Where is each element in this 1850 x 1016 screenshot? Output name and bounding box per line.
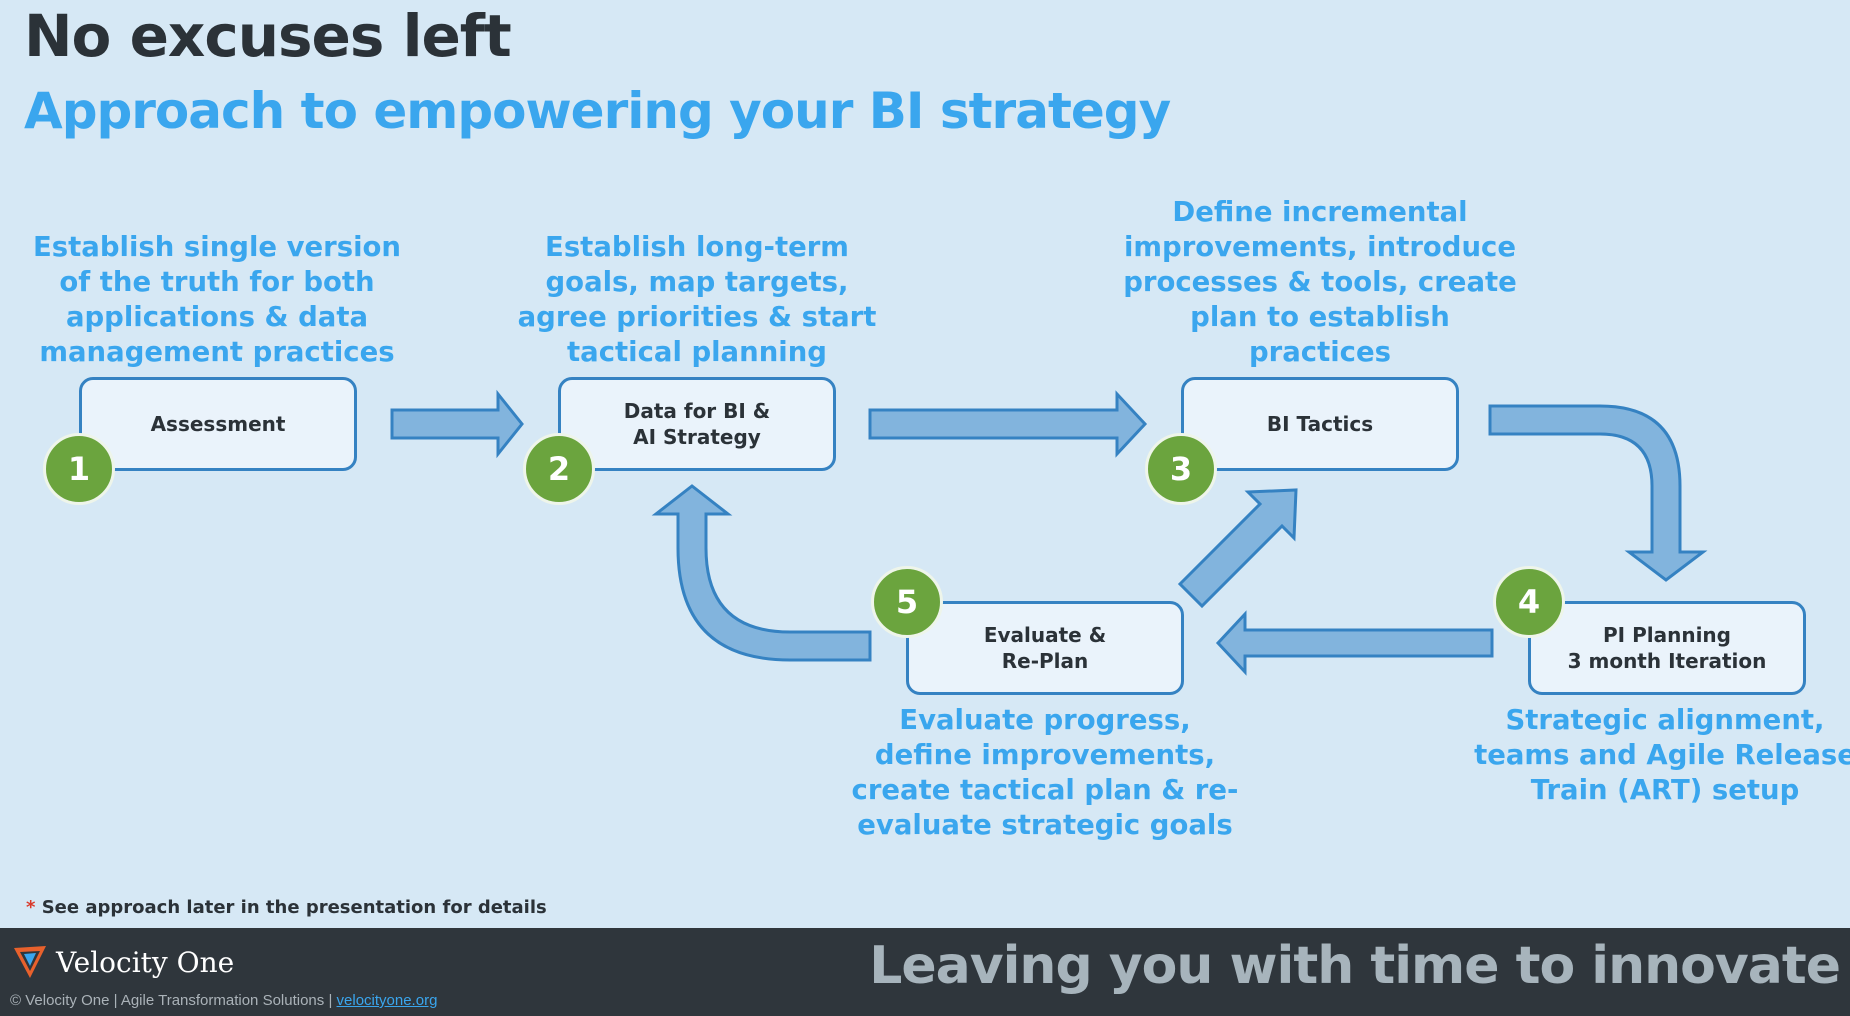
page-subtitle: Approach to empowering your BI strategy: [24, 82, 1171, 140]
copyright-label: © Velocity One | Agile Transformation So…: [10, 992, 333, 1009]
step-3-description: Define incremental improvements, introdu…: [1123, 196, 1517, 368]
page-title: No excuses left: [24, 2, 512, 70]
step-2-badge: 2: [523, 433, 595, 505]
footnote-asterisk: *: [26, 897, 36, 918]
step-2-box: Data for BI & AI Strategy: [558, 377, 836, 471]
footnote-text: See approach later in the presentation f…: [41, 897, 547, 918]
footer-tagline: Leaving you with time to innovate: [869, 936, 1841, 996]
arrow-step2-to-step3: [868, 390, 1148, 458]
arrow-step1-to-step2: [390, 389, 524, 459]
velocity-one-logo-icon: [14, 946, 46, 978]
step-3-badge: 3: [1145, 433, 1217, 505]
step-1-description: Establish single version of the truth fo…: [32, 231, 402, 368]
step-3-box: BI Tactics: [1181, 377, 1459, 471]
arrow-step5-to-step2: [651, 484, 872, 662]
brand-name: Velocity One: [56, 946, 235, 979]
step-1-box: Assessment: [79, 377, 357, 471]
step-5-badge: 5: [871, 566, 943, 638]
footnote: * See approach later in the presentation…: [26, 897, 547, 918]
website-link[interactable]: velocityone.org: [336, 992, 438, 1009]
footer-bar: Velocity One © Velocity One | Agile Tran…: [0, 928, 1850, 1016]
step-4-badge: 4: [1493, 566, 1565, 638]
arrow-step4-to-step5: [1215, 610, 1494, 676]
arrow-step5-to-step3: [1177, 488, 1298, 609]
step-4-description: Strategic alignment, teams and Agile Rel…: [1474, 704, 1850, 806]
arrow-step3-to-step4: [1488, 404, 1708, 582]
step-4-box: PI Planning 3 month Iteration: [1528, 601, 1806, 695]
step-2-description: Establish long-term goals, map targets, …: [517, 231, 877, 368]
copyright-text: © Velocity One | Agile Transformation So…: [10, 992, 437, 1009]
step-5-box: Evaluate & Re-Plan: [906, 601, 1184, 695]
step-1-badge: 1: [43, 433, 115, 505]
step-5-description: Evaluate progress, define improvements, …: [851, 704, 1239, 841]
